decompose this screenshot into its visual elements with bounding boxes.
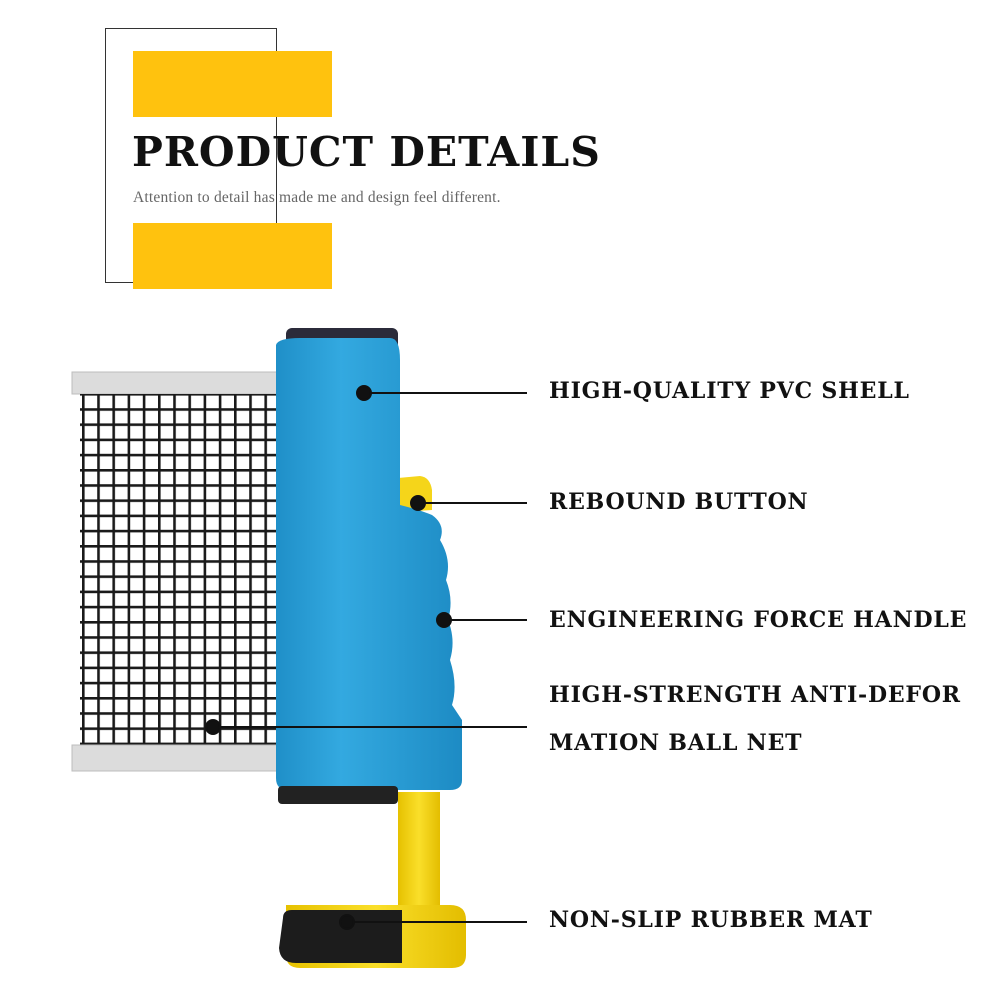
net-mesh (80, 394, 280, 746)
net-top-band (72, 372, 282, 394)
net-bottom-band (72, 745, 282, 771)
bottom-accent-bar (133, 223, 332, 289)
page-subtitle: Attention to detail has made me and desi… (133, 189, 501, 206)
callout-dot-ball-net (205, 719, 221, 735)
callout-dot-pvc-shell (356, 385, 372, 401)
callout-label-pvc-shell: HIGH-QUALITY PVC SHELL (549, 378, 910, 404)
callout-label-force-handle: ENGINEERING FORCE HANDLE (549, 607, 968, 633)
callout-dot-force-handle (436, 612, 452, 628)
handle-bottom-cap (278, 786, 398, 804)
callout-label-rebound-button: REBOUND BUTTON (549, 489, 809, 515)
callout-dot-rubber-mat (339, 914, 355, 930)
callout-dot-rebound-button (410, 495, 426, 511)
callout-markers (205, 385, 527, 930)
callout-label-ball-net-line1: HIGH-STRENGTH ANTI-DEFOR (549, 682, 961, 708)
pvc-handle (276, 328, 462, 804)
top-accent-bar (133, 51, 332, 117)
page-title: PRODUCT DETAILS (132, 128, 601, 176)
rubber-mat (279, 910, 402, 963)
handle-body (276, 338, 462, 790)
callout-label-rubber-mat: NON-SLIP RUBBER MAT (549, 907, 873, 933)
clamp-stem (398, 792, 440, 922)
callout-label-ball-net-line2: MATION BALL NET (549, 730, 803, 756)
clamp (279, 792, 466, 968)
ball-net (71, 371, 283, 772)
